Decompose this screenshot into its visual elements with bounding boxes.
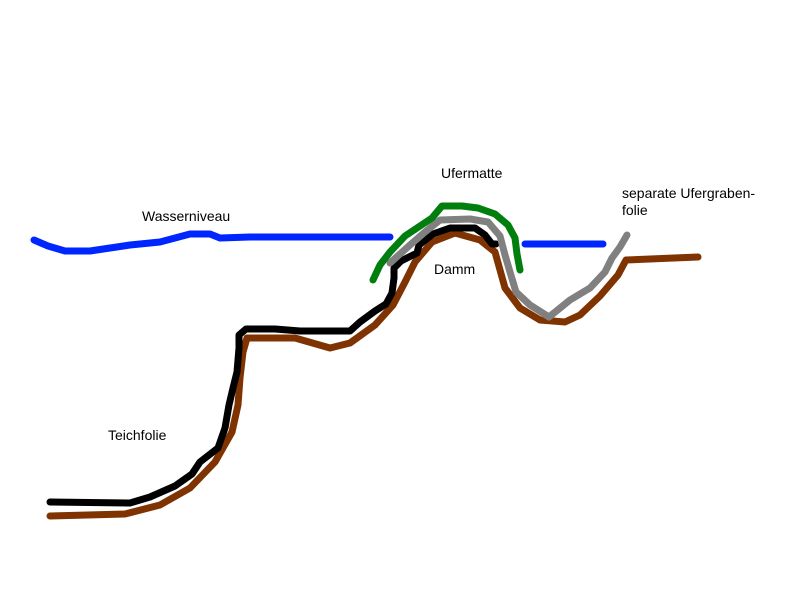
label-ufergrabenfolie-line2: folie bbox=[622, 202, 648, 218]
label-ufermatte: Ufermatte bbox=[441, 165, 503, 181]
label-damm: Damm bbox=[434, 261, 476, 277]
label-ufergrabenfolie-line1: separate Ufergraben- bbox=[622, 185, 756, 201]
water-level-line bbox=[30, 230, 394, 255]
label-ufergrabenfolie: separate Ufergraben- folie bbox=[622, 185, 755, 219]
bank-mat-line bbox=[369, 202, 524, 284]
pond-liner-line bbox=[46, 224, 500, 507]
label-wasserniveau: Wasserniveau bbox=[142, 208, 231, 224]
ground-profile-line bbox=[46, 229, 702, 520]
trench-liner-line bbox=[386, 215, 631, 321]
label-teichfolie: Teichfolie bbox=[108, 427, 167, 443]
